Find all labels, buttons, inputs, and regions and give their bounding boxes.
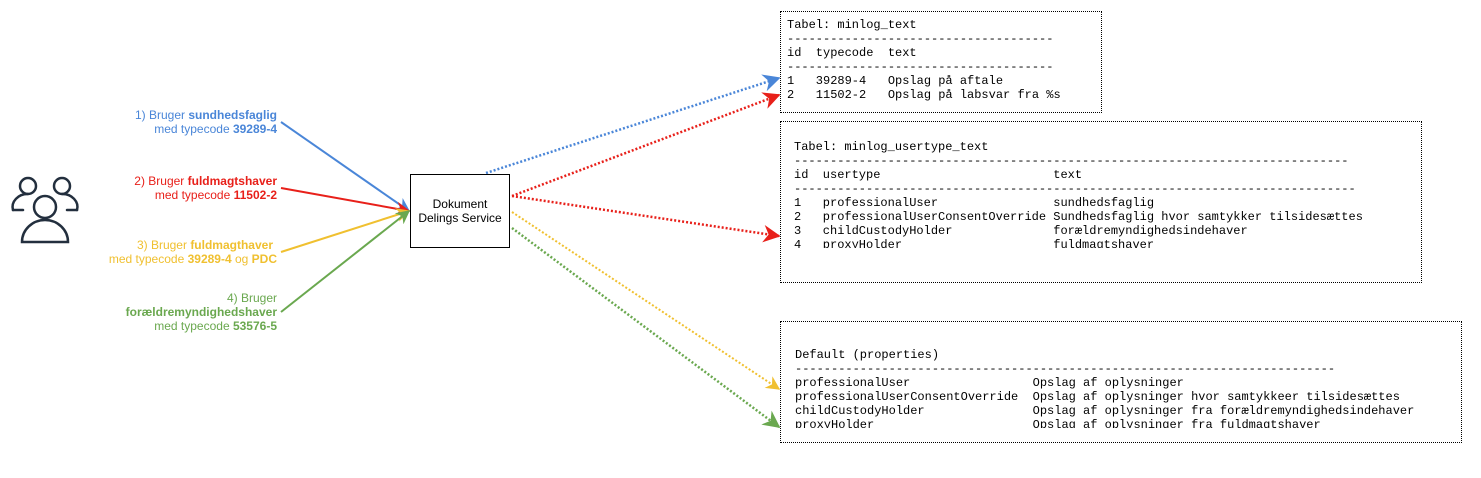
user2-label: 2) Bruger fuldmagtshaver med typecode 11… xyxy=(134,174,277,202)
arrow-service-to-usertype-red xyxy=(511,194,781,243)
arrow-service-to-minlog-text-red xyxy=(511,92,781,198)
user1-label: 1) Bruger sundhedsfaglig med typecode 39… xyxy=(134,108,277,136)
defaults-sep: ----------------------------------------… xyxy=(795,362,1336,376)
usertype-table-sep: ----------------------------------------… xyxy=(794,154,1349,168)
usertype-table-title: Tabel: minlog_usertype_text xyxy=(794,140,989,154)
arrow-user4-to-service xyxy=(280,210,411,313)
minlog-usertype-text-table: Tabel: minlog_usertype_text ------------… xyxy=(780,121,1422,283)
user4-label: 4) Bruger forældremyndighedshaver med ty… xyxy=(125,291,277,333)
table-row: 3 childCustodyHolder forældremyndighedsi… xyxy=(794,224,1248,238)
arrow-user1-to-service xyxy=(280,121,411,212)
minlog-text-sep: ------------------------------------- xyxy=(787,60,1054,74)
table-row: 2 professionalUserConsentOverride Sundhe… xyxy=(794,210,1363,224)
user3-label: 3) Bruger fuldmagthaver med typecode 392… xyxy=(108,238,277,266)
table-row: 2 11502-2 Opslag på labsvar fra %s xyxy=(787,88,1061,102)
usertype-table-header: id usertype text xyxy=(794,168,1083,182)
service-line2: Delings Service xyxy=(418,211,502,225)
arrow-user2-to-service xyxy=(280,187,411,216)
service-line1: Dokument xyxy=(432,197,488,211)
table-row: 4 proxyHolder fuldmagtshaver xyxy=(794,238,1155,248)
defaults-title: Default (properties) xyxy=(795,348,940,362)
table-row: 1 professionalUser sundhedsfaglig xyxy=(794,196,1155,210)
arrow-user3-to-service xyxy=(280,208,411,253)
minlog-text-header: id typecode text xyxy=(787,46,917,60)
table-row: proxyHolder Opslag af oplysninger fra fu… xyxy=(795,418,1321,428)
users-group-icon xyxy=(11,176,79,244)
arrow-service-to-minlog-text-blue xyxy=(485,74,781,175)
arrow-service-to-defaults-green xyxy=(511,226,781,429)
arrow-service-to-defaults-yellow xyxy=(511,211,781,390)
usertype-table-sep: ----------------------------------------… xyxy=(794,182,1356,196)
dokument-delings-service-box: Dokument Delings Service xyxy=(410,174,510,248)
minlog-text-table: Tabel: minlog_text ---------------------… xyxy=(780,11,1102,113)
table-row: 1 39289-4 Opslag på aftale xyxy=(787,74,1004,88)
table-row: professionalUser Opslag af oplysninger xyxy=(795,376,1184,390)
table-row: childCustodyHolder Opslag af oplysninger… xyxy=(795,404,1415,418)
minlog-text-sep: ------------------------------------- xyxy=(787,32,1054,46)
minlog-text-title: Tabel: minlog_text xyxy=(787,18,917,32)
default-properties-table: Default (properties) -------------------… xyxy=(780,321,1462,443)
table-row: professionalUserConsentOverride Opslag a… xyxy=(795,390,1400,404)
